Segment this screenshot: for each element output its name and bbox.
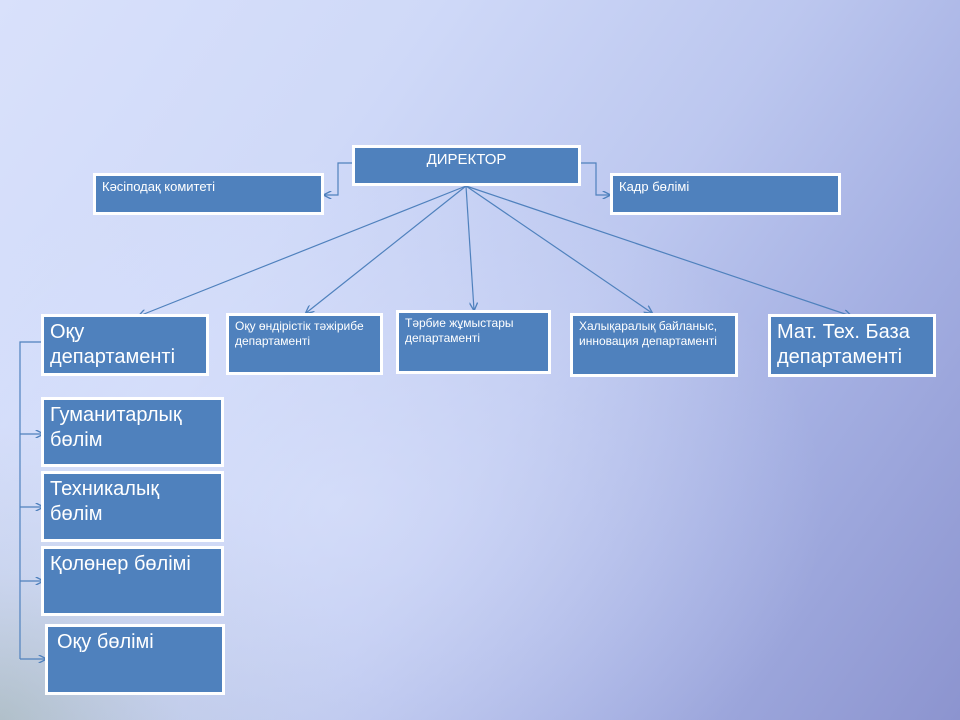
department-box-material-tech[interactable]: Мат. Тех. База департаменті [768,314,936,377]
department-box-international[interactable]: Халықаралық байланыс, инновация департам… [570,313,738,377]
hr-department-box[interactable]: Кадр бөлімі [610,173,841,215]
connector-director-dept-2 [306,185,467,313]
sub-unit-box-technical[interactable]: Техникалық бөлім [41,471,224,542]
department-box-education[interactable]: Оқу департаменті [41,314,209,376]
department-box-upbringing[interactable]: Тәрбие жұмыстары департаменті [396,310,551,374]
director-box[interactable]: ДИРЕКТОР [352,145,581,186]
connector-director-hr [580,162,610,195]
union-committee-box[interactable]: Кәсіподақ комитеті [93,173,324,215]
sub-unit-box-crafts[interactable]: Қолөнер бөлімі [41,546,224,616]
department-box-practice[interactable]: Оқу өндірістік тәжірибе департаменті [226,313,383,375]
connector-director-dept-4 [465,185,652,313]
connector-director-dept-3 [465,185,474,310]
sub-unit-box-study[interactable]: Оқу бөлімі [45,624,225,695]
connector-bracket [19,341,43,659]
connector-director-dept-1 [139,185,467,316]
sub-unit-box-humanitarian[interactable]: Гуманитарлық бөлім [41,397,224,467]
connector-director-union [324,162,353,195]
connector-director-dept-5 [465,185,851,316]
